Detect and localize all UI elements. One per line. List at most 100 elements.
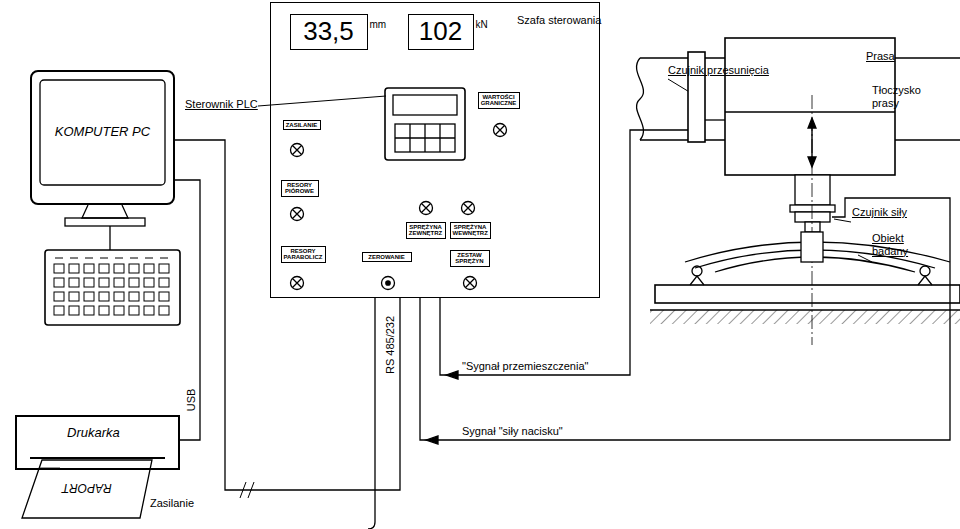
- leaf-spring: [685, 232, 950, 272]
- key: [100, 258, 108, 259]
- key: [114, 292, 124, 301]
- lamp-label: SPRĘŻYNA WEWNĘTRZ: [450, 222, 491, 240]
- key: [114, 264, 124, 273]
- key: [85, 258, 93, 259]
- part-label: Sterownik PLC: [185, 98, 258, 111]
- key: [70, 258, 78, 259]
- key: [144, 292, 154, 301]
- cable-break: [240, 482, 254, 498]
- lamp-label: ZESTAW SPRĘŻYN: [450, 250, 490, 268]
- printer-paper: [22, 458, 165, 518]
- lamp-caption: SPRĘŻYNA ZEWNĘTRZ: [409, 224, 443, 238]
- press: [637, 38, 960, 232]
- lamp-label: WARTOŚCI GRANICZNE: [478, 92, 520, 110]
- display-value: 33,5: [291, 15, 367, 48]
- cable: [175, 180, 200, 440]
- key: [54, 306, 64, 315]
- part-label: Tłoczysko prasy: [872, 84, 950, 109]
- key: [99, 292, 109, 301]
- lamp-label: SPRĘŻYNA ZEWNĘTRZ: [406, 222, 446, 240]
- key: [69, 292, 79, 301]
- displacement-wire: [440, 130, 688, 375]
- key: [159, 264, 169, 273]
- lamp-caption: RESORY PARABOLICZ: [284, 248, 323, 262]
- power-label: Zasilanie: [150, 497, 194, 510]
- lamp-label: RESORY PARABOLICZ: [281, 246, 326, 264]
- key: [69, 264, 79, 273]
- lamp-caption: SPRĘŻYNA WEWNĘTRZ: [453, 224, 488, 238]
- part-label: Obiekt badany: [872, 232, 942, 257]
- computer-monitor: KOMPUTER PC: [30, 70, 175, 205]
- key: [55, 258, 63, 259]
- key: [129, 306, 139, 315]
- key: [54, 278, 64, 287]
- power-cable: [368, 298, 375, 529]
- key: [54, 292, 64, 301]
- node-title: Szafa sterowania: [517, 14, 601, 26]
- lamp: [420, 202, 433, 215]
- display: 102kN: [408, 14, 474, 50]
- lamp: [494, 124, 507, 137]
- node-title: Drukarka: [67, 425, 120, 440]
- key: [99, 278, 109, 287]
- axis-line: [812, 95, 813, 345]
- key: [144, 278, 154, 287]
- key: [84, 264, 94, 273]
- node-title: KOMPUTER PC: [32, 124, 173, 139]
- lamp-caption: ZASILANIE: [286, 122, 318, 129]
- key: [114, 306, 124, 315]
- key: [99, 306, 109, 315]
- lamp: [291, 277, 304, 290]
- key: [115, 258, 123, 259]
- key: [144, 306, 154, 315]
- key: [129, 278, 139, 287]
- key: [69, 278, 79, 287]
- key: [159, 306, 169, 315]
- key: [160, 258, 168, 259]
- lamp-caption: WARTOŚCI GRANICZNE: [481, 94, 517, 108]
- display-value: 102: [409, 15, 473, 48]
- computer: [40, 80, 180, 325]
- unit-label: mm: [370, 19, 387, 30]
- signal-arrow: [446, 371, 458, 379]
- key: [69, 306, 79, 315]
- signal-arrow: [426, 436, 438, 444]
- part-label: Prasa: [866, 50, 895, 63]
- key: [84, 292, 94, 301]
- lamp: [464, 277, 477, 290]
- reset-button: [382, 277, 395, 290]
- key: [54, 264, 64, 273]
- lamp-caption: RESORY PIÓROWE: [284, 182, 316, 196]
- part-label: Czujnik siły: [852, 206, 907, 219]
- key: [84, 278, 94, 287]
- key: [99, 264, 109, 273]
- lamp-label: ZEROWANIE: [362, 252, 412, 263]
- key: [114, 278, 124, 287]
- lamp-caption: ZESTAW SPRĘŻYN: [453, 252, 487, 266]
- key: [144, 264, 154, 273]
- paper-text: RAPORT: [62, 480, 112, 494]
- plc-controller: [385, 88, 465, 160]
- unit-label: kN: [476, 19, 488, 30]
- signal-label: Sygnał "siły nacisku": [462, 425, 563, 438]
- key: [159, 278, 169, 287]
- key: [129, 292, 139, 301]
- lamp-label: RESORY PIÓROWE: [281, 180, 319, 198]
- interface-label: RS 485/232: [384, 314, 397, 376]
- lamp: [291, 144, 304, 157]
- indicator-lamps: [291, 124, 507, 290]
- key: [129, 264, 139, 273]
- test-bench: [650, 266, 960, 324]
- signal-label: "Sygnał przemieszczenia": [462, 360, 588, 373]
- key: [130, 258, 138, 259]
- motion-arrow: [808, 118, 816, 167]
- key: [145, 258, 153, 259]
- lamp: [462, 202, 475, 215]
- printer: Drukarka: [15, 415, 180, 470]
- lamp: [291, 208, 304, 221]
- part-label: Czujnik przesunięcia: [668, 64, 769, 77]
- key: [84, 306, 94, 315]
- control-cabinet: 33,5mm 102kN ZASILANIE WARTOŚCI GRANICZNE RE…: [270, 2, 600, 298]
- lamp-label: ZASILANIE: [283, 120, 321, 131]
